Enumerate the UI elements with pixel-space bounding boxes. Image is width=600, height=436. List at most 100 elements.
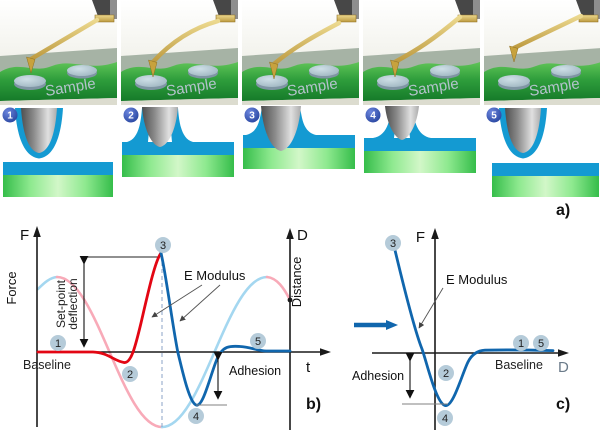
sample-layer <box>122 155 234 177</box>
distance-axis-name: Distance <box>289 257 304 308</box>
svg-text:5: 5 <box>491 111 497 122</box>
stage-marker-1: 1 <box>50 335 66 351</box>
afm-tip <box>148 59 158 78</box>
sample-layer <box>492 176 599 197</box>
adhesion-label: Adhesion <box>229 364 281 378</box>
force-axis-name: Force <box>4 271 19 304</box>
d-axis-label: D <box>558 359 569 376</box>
baseline-label: Baseline <box>23 358 71 372</box>
water-layer <box>3 162 113 175</box>
section-label-b: b) <box>306 396 322 413</box>
d-axis-label: D <box>297 227 308 244</box>
distance-axis <box>286 228 294 430</box>
f-axis-label: F <box>20 227 29 244</box>
stage-marker-4: 4 <box>437 410 453 426</box>
stage-marker-4: 4 <box>188 408 204 424</box>
svg-text:5: 5 <box>255 336 261 348</box>
tip-schematic-5: 5 <box>484 105 600 200</box>
setpoint-measure: Set-point deflection <box>54 255 159 348</box>
cantilever-beam <box>392 14 463 65</box>
sample-layer <box>3 175 113 197</box>
cantilever-holder <box>334 0 359 23</box>
f-axis-label: F <box>416 229 425 246</box>
afm-tip <box>26 56 36 74</box>
force-distance-plot: F D E Modulus Adhesion Baseline 3 2 <box>352 228 569 430</box>
sample-panel-5: Sample <box>484 0 600 105</box>
front-ledge <box>121 98 238 105</box>
water-layer <box>492 163 599 176</box>
cantilever-beam <box>150 18 221 65</box>
sample-panel-4: Sample <box>363 0 480 105</box>
svg-text:3: 3 <box>249 111 255 122</box>
svg-text:4: 4 <box>370 111 376 122</box>
setpoint-label-line2: deflection <box>66 278 80 329</box>
force-axis <box>33 226 41 427</box>
force-distance-curve <box>392 244 555 407</box>
sample-layer <box>243 148 355 169</box>
e-modulus-annotation: E Modulus <box>151 268 246 322</box>
baseline-label: Baseline <box>495 358 543 372</box>
tip-schematics-row: 1 2 <box>0 105 600 200</box>
svg-text:4: 4 <box>193 411 199 423</box>
force-time-plot: F Force D Distance t Set-point deflectio… <box>4 226 331 430</box>
water-layer <box>243 135 355 148</box>
water-layer <box>122 142 234 155</box>
particle-discs <box>256 65 339 90</box>
front-ledge <box>242 98 359 105</box>
tip-body <box>385 106 419 140</box>
svg-text:1: 1 <box>7 111 13 122</box>
svg-text:2: 2 <box>128 111 134 122</box>
cantilever-holder <box>92 0 117 23</box>
cantilever-holder <box>213 0 238 23</box>
adhesion-label: Adhesion <box>352 369 404 383</box>
particle-discs <box>498 65 581 90</box>
front-ledge <box>363 98 480 105</box>
cantilever-beam <box>28 17 100 62</box>
e-modulus-label: E Modulus <box>184 268 246 283</box>
cantilever-beam <box>271 20 342 67</box>
stage-badge-4: 4 <box>365 107 381 123</box>
particle-discs <box>135 65 218 90</box>
particle-discs <box>377 65 460 90</box>
sample-panel-2: Sample <box>121 0 238 105</box>
stage-marker-3: 3 <box>385 235 401 251</box>
distance-axis <box>372 349 569 357</box>
svg-text:1: 1 <box>55 338 61 350</box>
stage-badge-3: 3 <box>244 107 260 123</box>
cantilever-beam <box>511 13 584 51</box>
front-ledge <box>484 98 600 105</box>
afm-tip <box>509 45 519 63</box>
e-modulus-label: E Modulus <box>446 272 508 287</box>
section-label-a: a) <box>556 202 571 219</box>
tip-schematic-2: 2 <box>121 105 238 200</box>
tip-body <box>505 108 541 153</box>
sample-panel-3: Sample <box>242 0 359 105</box>
approach-curve <box>36 251 163 364</box>
stage-marker-5: 5 <box>533 335 549 351</box>
svg-text:4: 4 <box>442 413 448 425</box>
stage-marker-2: 2 <box>438 365 454 381</box>
stage-badge-1: 1 <box>2 107 18 123</box>
afm-tip <box>390 59 400 78</box>
stage-badge-5: 5 <box>486 107 502 123</box>
force-axis <box>431 228 439 430</box>
cantilever-holder <box>455 0 480 23</box>
adhesion-measure: Adhesion <box>352 352 448 405</box>
e-modulus-annotation: E Modulus <box>418 272 508 329</box>
stage-marker-3: 3 <box>155 237 171 253</box>
tip-schematic-3: 3 <box>242 105 359 200</box>
svg-text:1: 1 <box>518 338 524 350</box>
svg-text:2: 2 <box>127 369 133 381</box>
stage-badge-2: 2 <box>123 107 139 123</box>
svg-text:3: 3 <box>390 238 396 250</box>
water-layer <box>364 138 476 151</box>
stage-marker-2: 2 <box>122 366 138 382</box>
sample-panels-row: Sample Sample <box>0 0 600 105</box>
tip-body <box>21 108 57 153</box>
setpoint-label-line1: Set-point <box>54 279 68 328</box>
tip-body <box>261 106 301 151</box>
approach-direction-arrow <box>354 320 398 330</box>
t-axis-label: t <box>306 359 311 376</box>
afm-tip <box>269 61 279 80</box>
sample-panel-1: Sample <box>0 0 117 105</box>
